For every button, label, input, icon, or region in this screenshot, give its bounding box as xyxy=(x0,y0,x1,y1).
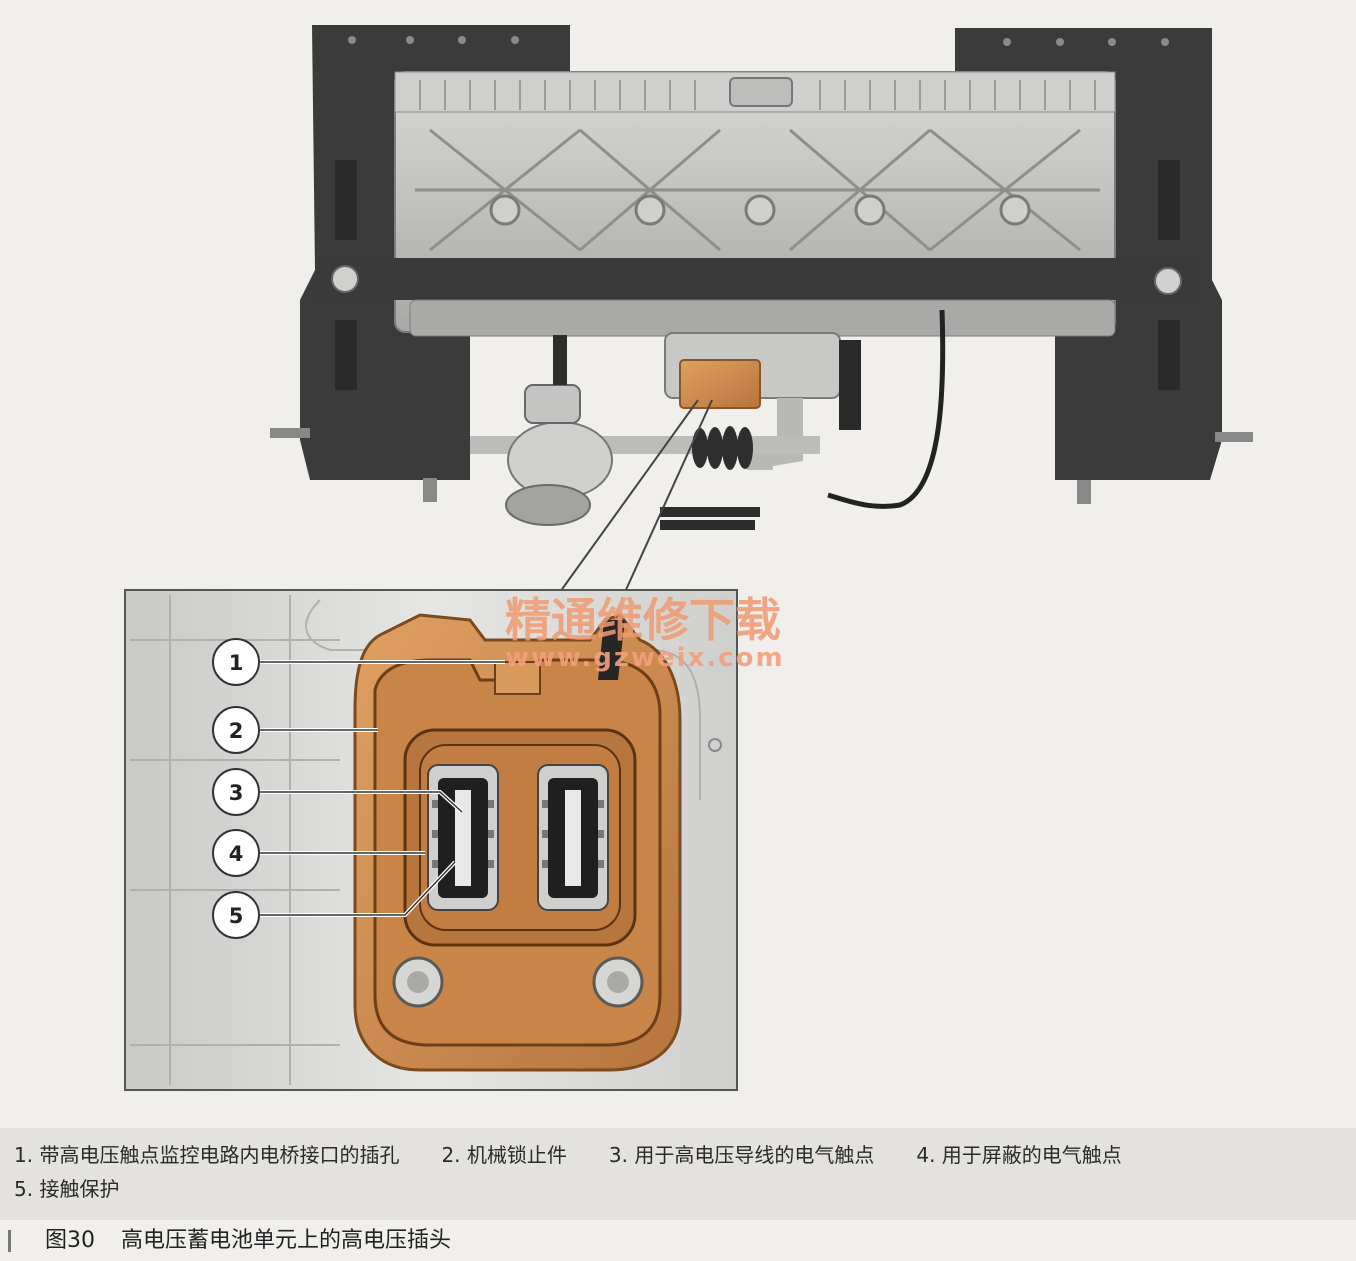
legend-row-1: 1. 带高电压触点监控电路内电桥接口的插孔 2. 机械锁止件 3. 用于高电压导线的… xyxy=(14,1138,1342,1172)
watermark: 精通维修下载 www.gzweix.com xyxy=(505,593,785,673)
callout-2: 2 xyxy=(212,706,260,754)
callout-4: 4 xyxy=(212,829,260,877)
callout-1: 1 xyxy=(212,638,260,686)
legend-item-3: 3. 用于高电压导线的电气触点 xyxy=(608,1143,875,1167)
battery-unit xyxy=(270,25,1253,504)
mounting-screws xyxy=(392,956,644,1008)
caption-marker xyxy=(8,1230,11,1252)
svg-text:精通维修下载: 精通维修下载 xyxy=(505,593,781,647)
detail-inset: 1 2 3 4 5 xyxy=(124,589,738,1091)
legend-item-1: 1. 带高电压触点监控电路内电桥接口的插孔 xyxy=(14,1143,400,1167)
legend-item-4: 4. 用于屏蔽的电气触点 xyxy=(916,1143,1122,1167)
zoom-leader-lines xyxy=(559,399,713,593)
legend-row-2: 5. 接触保护 xyxy=(14,1172,1342,1206)
callout-5: 5 xyxy=(212,891,260,939)
svg-text:1: 1 xyxy=(229,651,244,675)
svg-text:5: 5 xyxy=(229,904,244,928)
legend: 1. 带高电压触点监控电路内电桥接口的插孔 2. 机械锁止件 3. 用于高电压导线的… xyxy=(0,1128,1356,1220)
legend-item-2: 2. 机械锁止件 xyxy=(441,1143,567,1167)
svg-text:2: 2 xyxy=(229,719,244,743)
svg-text:4: 4 xyxy=(229,842,244,866)
svg-text:www.gzweix.com: www.gzweix.com xyxy=(505,643,785,673)
figure-caption: 图30 高电压蓄电池单元上的高电压插头 xyxy=(8,1226,451,1256)
figure: 1 2 3 4 5 精通维修下载 www.gzweix.com xyxy=(124,25,1253,1091)
coolant-and-connector-assembly xyxy=(470,309,946,530)
svg-text:3: 3 xyxy=(229,781,244,805)
figure-title: 高电压蓄电池单元上的高电压插头 xyxy=(121,1228,452,1253)
callout-3: 3 xyxy=(212,768,260,816)
figure-number: 图30 xyxy=(45,1228,95,1253)
battery-connector-illustration: 1 2 3 4 5 精通维修下载 www.gzweix.com xyxy=(124,25,1253,1091)
legend-item-5: 5. 接触保护 xyxy=(14,1177,120,1201)
